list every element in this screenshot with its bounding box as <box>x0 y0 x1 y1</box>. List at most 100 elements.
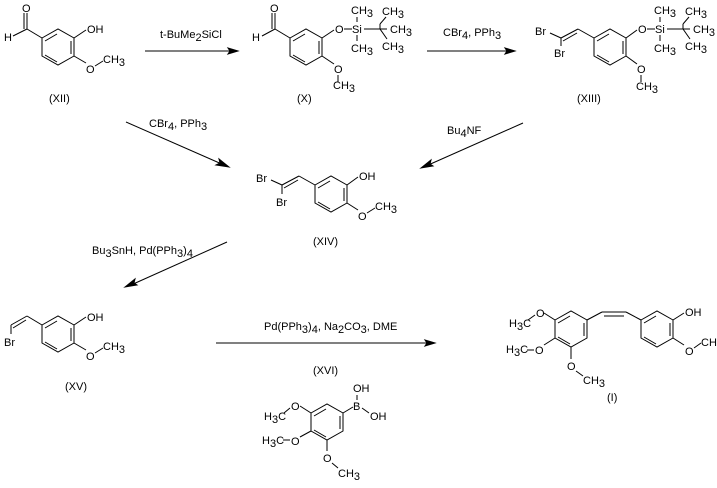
atom-CH3: CH3 <box>654 43 676 58</box>
atom-O: O <box>291 436 300 448</box>
atom-OH: OH <box>87 312 104 324</box>
compound-XII: O H OH O CH3 (XII) <box>4 3 125 105</box>
compound-label: (XIV) <box>313 236 338 248</box>
atom-CH3: CH3 <box>701 337 717 352</box>
atom-O: O <box>685 346 694 358</box>
atom-CH3: CH3 <box>583 375 605 390</box>
bond <box>44 33 58 42</box>
bond <box>94 60 104 67</box>
atom-O: O <box>358 211 367 223</box>
atom-CH3: CH3 <box>685 41 707 56</box>
atom-CH3: CH3 <box>390 24 412 39</box>
atom-CH3: CH3 <box>375 201 397 216</box>
compound-I: OH O CH3 O H3C O H3C O CH3 (I) <box>506 307 717 404</box>
compound-XV: Br OH O CH3 (XV) <box>4 312 125 393</box>
atom-H3C: H3C <box>506 344 528 359</box>
atom-Br: Br <box>276 197 287 209</box>
atom-O: O <box>86 64 95 76</box>
bond <box>625 29 638 39</box>
bond <box>12 28 28 37</box>
bond <box>73 316 87 326</box>
bond <box>261 28 276 37</box>
bond <box>560 28 579 39</box>
compound-label: (XV) <box>65 381 87 393</box>
bond <box>292 33 306 42</box>
bond <box>44 320 58 329</box>
bond <box>73 55 87 64</box>
reagent-label: Bu3SnH, Pd(PPh3)4 <box>92 245 193 260</box>
compound-XIV: Br Br OH O CH3 (XIV) <box>256 171 397 248</box>
atom-O: O <box>536 308 545 320</box>
compound-label: (XVI) <box>313 365 338 377</box>
bond <box>527 314 536 321</box>
bond <box>313 408 327 417</box>
bond <box>575 370 584 377</box>
bond <box>314 175 348 213</box>
atom-O: O <box>535 345 544 357</box>
bond <box>543 312 556 321</box>
bond <box>557 336 571 345</box>
reaction-arrow-step5: Bu3SnH, Pd(PPh3)4 <box>92 241 228 288</box>
atom-O: O <box>323 453 332 465</box>
bond <box>10 315 28 326</box>
compound-XIII: Br Br O Si CH3 CH3 CH3 CH3 CH3 O CH3 (XI… <box>535 5 715 105</box>
atom-O: O <box>291 401 300 413</box>
atom-OH: OH <box>359 171 376 183</box>
bond <box>693 342 702 349</box>
bond <box>321 29 335 39</box>
bond <box>44 54 58 63</box>
bond <box>682 28 691 40</box>
bond <box>562 32 578 42</box>
reaction-arrow-step2: CBr4, PPh3 <box>427 27 517 55</box>
reaction-arrow-step4: Bu4NF <box>419 122 524 169</box>
arrow-head <box>123 277 139 288</box>
bond <box>643 315 657 324</box>
compound-XVI: (XVI) B OH OH O H3C O H3C O CH3 <box>262 365 387 483</box>
bond <box>596 54 610 63</box>
bond <box>549 32 562 39</box>
bond <box>292 54 306 63</box>
reaction-arrow-step6: Pd(PPh3)4, Na2CO3, DME <box>216 321 437 347</box>
bond <box>346 202 359 211</box>
bond <box>270 179 283 186</box>
atom-O: O <box>86 351 95 363</box>
bond <box>44 341 58 350</box>
arrow-head <box>503 47 517 55</box>
atom-H3C: H3C <box>262 435 284 450</box>
atom-O: O <box>334 64 343 76</box>
bond <box>596 33 610 42</box>
atom-CH3: CH3 <box>636 81 658 96</box>
compound-label: (XIII) <box>577 93 601 105</box>
bond <box>625 55 638 65</box>
atom-Br: Br <box>535 26 546 38</box>
bond <box>12 319 27 329</box>
bond <box>281 175 300 186</box>
atom-CH3: CH3 <box>382 6 404 21</box>
bond <box>346 176 359 186</box>
atom-H: H <box>4 32 12 44</box>
bond <box>672 312 685 321</box>
bond <box>577 28 595 39</box>
atom-CH3: CH3 <box>654 5 676 20</box>
atom-CH3: CH3 <box>333 80 355 95</box>
bond <box>321 55 335 65</box>
atom-OH: OH <box>353 383 370 395</box>
atom-Br: Br <box>554 48 565 60</box>
arrow-head <box>423 339 437 347</box>
reagent-label: Bu4NF <box>447 125 482 140</box>
bond <box>283 179 299 189</box>
arrow-shaft <box>125 121 225 166</box>
arrow-head <box>214 157 231 168</box>
bond <box>26 28 43 39</box>
atom-CH3: CH3 <box>382 41 404 56</box>
atom-O: O <box>638 24 647 36</box>
atom-H: H <box>252 32 260 44</box>
bond <box>299 405 312 414</box>
bond <box>289 28 323 66</box>
atom-CH3: CH3 <box>685 6 707 21</box>
bond <box>331 462 339 469</box>
bond <box>557 315 571 324</box>
bond <box>543 337 556 346</box>
atom-CH3: CH3 <box>693 24 715 39</box>
